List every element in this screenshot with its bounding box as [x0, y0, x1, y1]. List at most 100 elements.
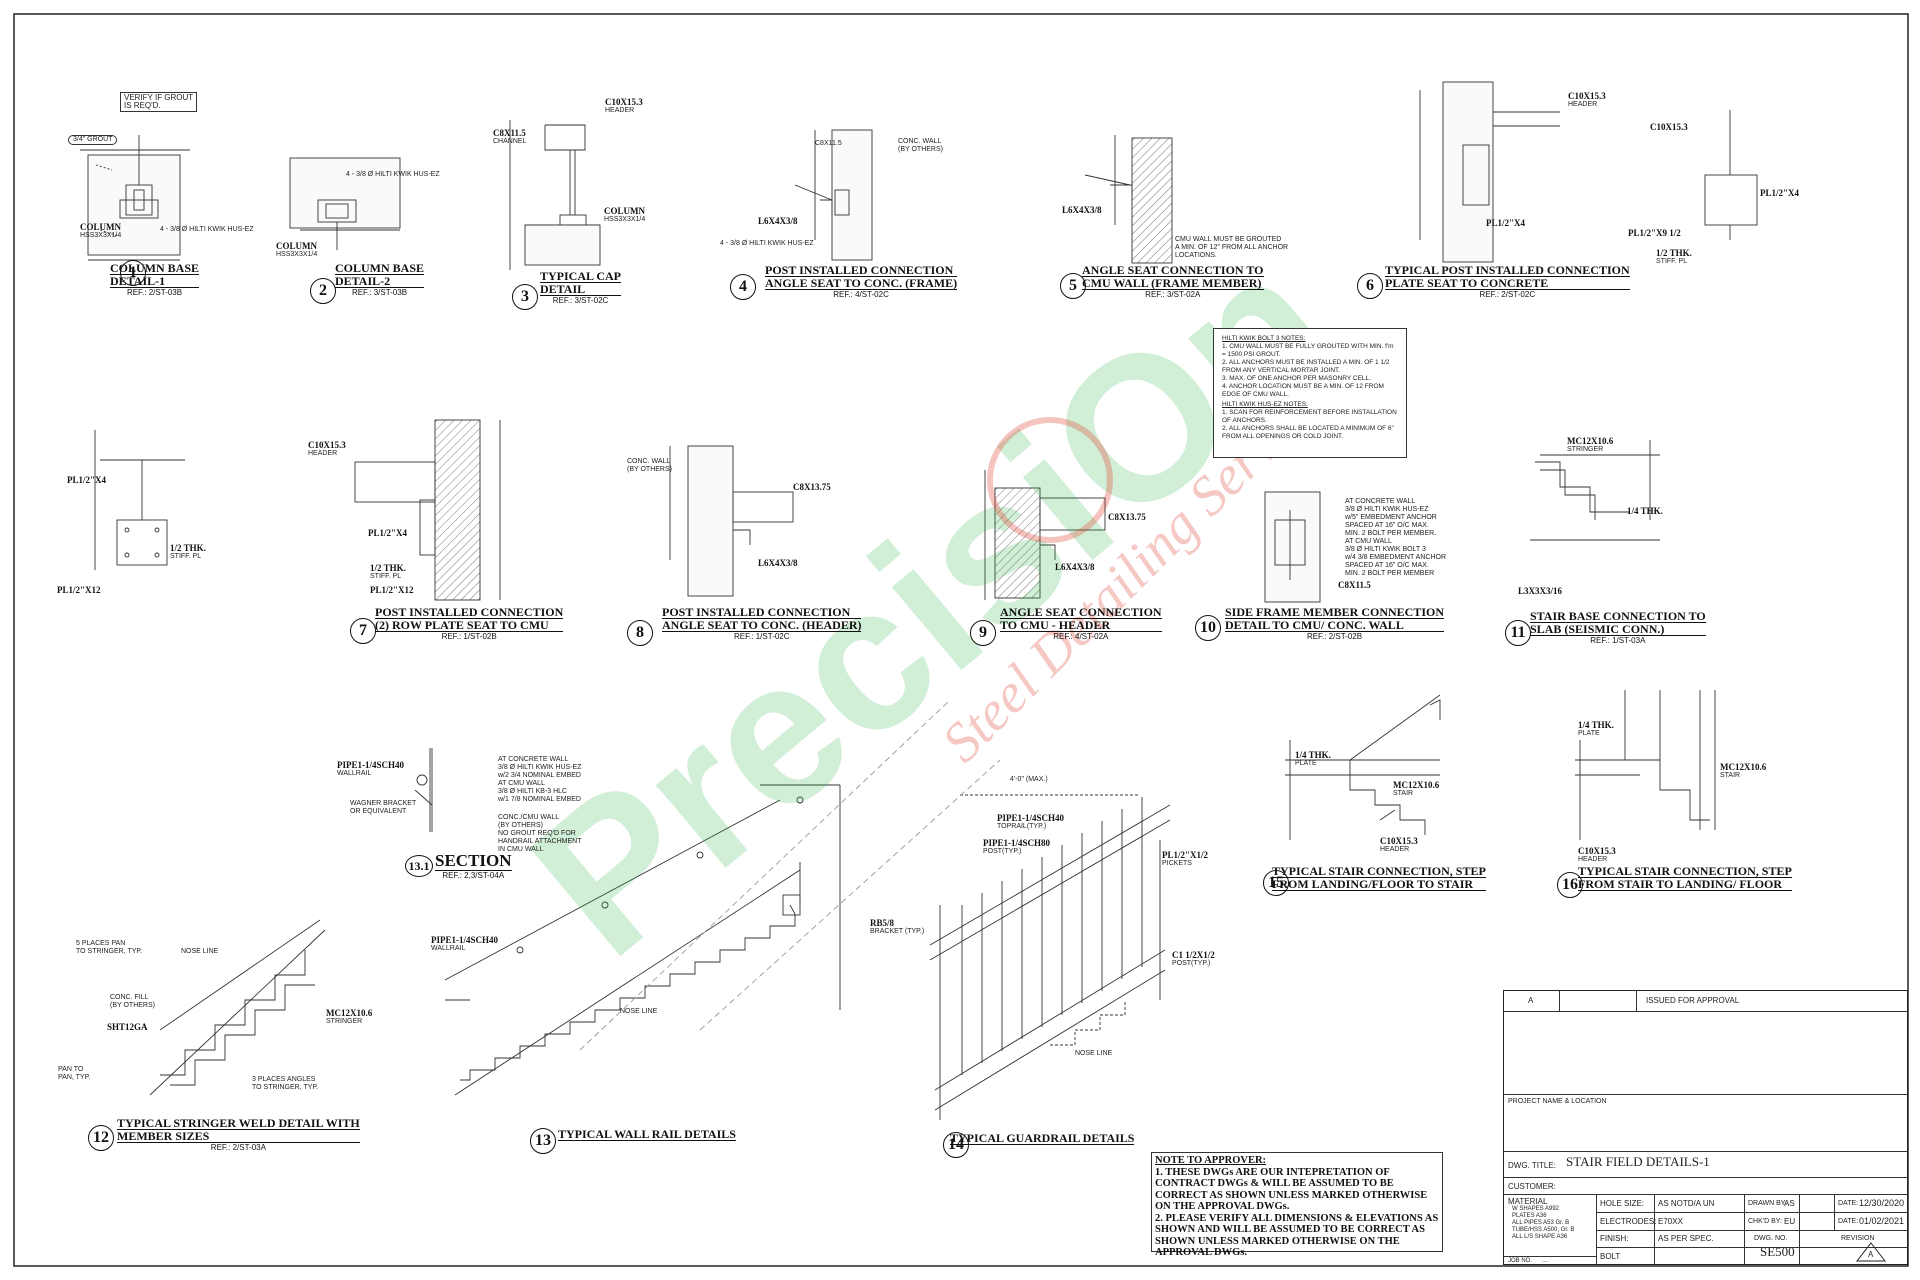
approver-heading: NOTE TO APPROVER: — [1155, 1155, 1267, 1166]
half-thk-label-7: 1/2 THK. — [370, 563, 406, 573]
dwg-no-label: DWG. NO. — [1754, 1235, 1788, 1242]
revision-letter: A — [1528, 996, 1534, 1005]
detail-2-drawing — [289, 157, 401, 250]
hilti-notes-list-1: 1. CMU WALL MUST BE FULLY GROUTED WITH M… — [1222, 343, 1398, 399]
stiff-label-7: STIFF. PL — [370, 573, 402, 580]
column-label-1: COLUMN — [80, 222, 121, 232]
header-label-15: HEADER — [1380, 846, 1410, 853]
hss-label-3: HSS3X3X1/4 — [604, 216, 646, 223]
plate-label-15: PLATE — [1295, 760, 1317, 767]
detail-title-line: POST INSTALLED CONNECTION — [662, 606, 862, 619]
anchor-label-2: 4 - 3/8 Ø HILTI KWIK HUS-EZ — [346, 171, 440, 178]
detail-9-drawing — [984, 470, 1106, 600]
pl9-label-6: PL1/2"X9 1/2 — [1628, 228, 1681, 238]
anchor-label-1: 4 - 3/8 Ø HILTI KWIK HUS-EZ — [160, 226, 254, 233]
material-item: ALL L/S SHAPE A36 — [1512, 1234, 1568, 1240]
quarter-thk-label-15: 1/4 THK. — [1295, 750, 1331, 760]
detail-1-drawing — [80, 135, 190, 261]
detail-9-number: 9 — [970, 620, 996, 646]
detail-title-line: TYPICAL GUARDRAIL DETAILS — [950, 1131, 1135, 1145]
rail-note-13-1: AT CONCRETE WALL 3/8 Ø HILTI KWIK HUS-EZ… — [498, 756, 582, 803]
watermark: PrecisiOn Steel Detailing Services — [491, 208, 1371, 999]
wagner-label-13-1: WAGNER BRACKET OR EQUIVALENT — [350, 800, 417, 815]
material-item: ALL PIPES A53 Gr. B — [1512, 1220, 1570, 1226]
watermark-target-icon — [987, 417, 1113, 543]
mc12-label-15: MC12X10.6 — [1393, 780, 1440, 790]
detail-7-title: POST INSTALLED CONNECTION(2) ROW PLATE S… — [375, 605, 564, 642]
detail-16-drawing — [1575, 690, 1716, 840]
chkd-by-value: EU — [1784, 1217, 1796, 1226]
detail-reference: REF.: 4/ST-02A — [1053, 632, 1109, 641]
detail-title-line: ANGLE SEAT TO CONC. (FRAME) — [765, 276, 958, 290]
material-item: TUBE/HSS A500, Gr. B — [1512, 1227, 1575, 1233]
bolt-label: BOLT — [1600, 1252, 1621, 1261]
stiff-label-6: STIFF. PL — [1656, 258, 1688, 265]
dwg-no-value: SE500 — [1760, 1244, 1795, 1259]
pan-label-12: 5 PLACES PAN TO STRINGER, TYP. — [76, 940, 143, 955]
dwg-title: STAIR FIELD DETAILS-1 — [1566, 1154, 1710, 1169]
toprail-sub-label-14: TOPRAIL(TYP.) — [997, 823, 1047, 830]
plate-label-16: PLATE — [1578, 730, 1600, 737]
pickets-sub-label-14: PICKETS — [1162, 860, 1192, 867]
detail-8-number: 8 — [627, 620, 653, 646]
detail-title-line: TYPICAL STAIR CONNECTION, STEP — [1272, 864, 1486, 878]
revision-value: A — [1868, 1250, 1874, 1259]
detail-title-line: TYPICAL CAP — [540, 269, 622, 283]
concrete-wall-note-10: AT CONCRETE WALL 3/8 Ø HILTI KWIK HUS-EZ… — [1345, 498, 1447, 577]
bracket-label-14: BRACKET (TYP.) — [870, 928, 925, 935]
detail-reference: REF.: 2/ST-02C — [1479, 290, 1536, 299]
detail-reference: REF.: 2/ST-03A — [210, 1143, 266, 1152]
detail-title-line: POST INSTALLED CONNECTION — [375, 605, 564, 619]
wallrail-label-13: WALLRAIL — [431, 945, 466, 952]
conc-fill-label-12: CONC. FILL (BY OTHERS) — [110, 994, 155, 1009]
electrodes-value: E70XX — [1658, 1217, 1683, 1226]
detail-13-title: TYPICAL WALL RAIL DETAILS — [558, 1128, 736, 1141]
detail-title-line: TYPICAL STRINGER WELD DETAIL WITH — [117, 1116, 360, 1130]
nose-line-label-14: NOSE LINE — [1075, 1050, 1113, 1057]
detail-16-number: 16 — [1557, 872, 1583, 898]
detail-title-line: POST INSTALLED CONNECTION — [765, 264, 958, 277]
detail-14-title: TYPICAL GUARDRAIL DETAILS — [950, 1131, 1135, 1145]
note-to-approver: NOTE TO APPROVER: 1. THESE DWGs ARE OUR … — [1151, 1152, 1443, 1258]
pipe-label-13-1: PIPE1-1/4SCH40 — [337, 760, 405, 770]
electrodes-label: ELECTRODES: — [1600, 1217, 1657, 1226]
stair-label-15: STAIR — [1393, 790, 1414, 797]
pl-label-6b: PL1/2"X4 — [1760, 188, 1799, 198]
detail-reference: REF.: 3/ST-02C — [552, 296, 609, 305]
date-label-2: DATE: — [1838, 1218, 1859, 1225]
post-label-14: PIPE1-1/4SCH80 — [983, 838, 1051, 848]
pan-to-pan-label-12: PAN TO PAN, TYP. — [58, 1066, 91, 1081]
l3x3-label-11: L3X3X3/16 — [1518, 586, 1563, 596]
c8x11-label-4: C8X11.5 — [815, 140, 842, 147]
detail-title-line: TO CMU - HEADER — [1000, 619, 1162, 632]
nose-line-label-13: NOSE LINE — [620, 1008, 658, 1015]
detail-title-line: ANGLE SEAT CONNECTION TO — [1082, 263, 1264, 277]
c10-label-3: C10X15.3 — [605, 97, 643, 107]
pl12-label-7: PL1/2"X12 — [370, 585, 414, 595]
hilti-notes-box: HILTI KWIK BOLT 3 NOTES: 1. CMU WALL MUS… — [1213, 328, 1407, 458]
header-label-7: HEADER — [308, 450, 338, 457]
material-item: PLATES A36 — [1512, 1213, 1547, 1219]
detail-3-drawing — [509, 120, 601, 270]
conc-wall-label-4: CONC. WALL (BY OTHERS) — [898, 138, 943, 153]
detail-reference: REF.: 1/ST-02C — [733, 632, 790, 641]
detail-title-line: TYPICAL STAIR CONNECTION, STEP — [1578, 864, 1792, 878]
angles-label-12: 3 PLACES ANGLES TO STRINGER, TYP. — [252, 1076, 319, 1091]
detail-1-number: 1 — [120, 260, 146, 286]
watermark-brand: PrecisiOn — [491, 208, 1371, 999]
detail-title-line: DETAIL — [540, 283, 622, 296]
c8x11-label-3: C8X11.5 — [493, 128, 526, 138]
hilti-notes-heading-2: HILTI KWIK HUS-EZ NOTES: — [1222, 401, 1308, 408]
header-label-3: HEADER — [605, 107, 635, 114]
hole-size-value: AS NOTD/A UN — [1658, 1199, 1715, 1208]
c10-label-16: C10X15.3 — [1578, 846, 1616, 856]
detail-title-line: (2) ROW PLATE SEAT TO CMU — [375, 619, 564, 632]
note-item: 2. ALL ANCHORS MUST BE INSTALLED A MIN. … — [1222, 359, 1390, 374]
detail-title-line: STAIR BASE CONNECTION TO — [1530, 609, 1706, 623]
section-13-1-drawing — [414, 748, 433, 832]
